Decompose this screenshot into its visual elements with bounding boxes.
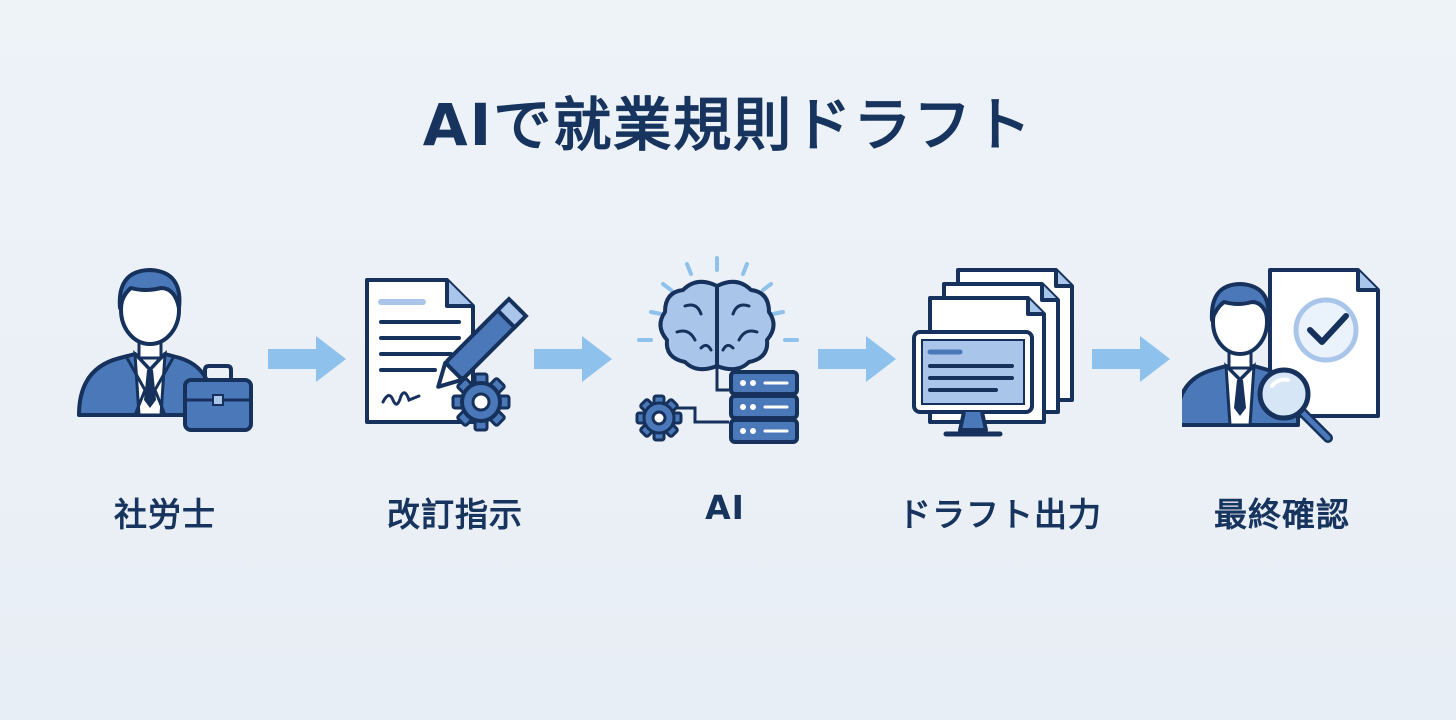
monitor-documents-icon <box>912 268 1074 437</box>
step-label: 社労士 <box>114 495 216 534</box>
step-label: ドラフト出力 <box>898 495 1102 534</box>
step-label: 最終確認 <box>1214 495 1350 534</box>
flow-arrow-icon <box>534 336 612 382</box>
flow-arrow-icon <box>818 336 896 382</box>
step-final-check: 最終確認 <box>1182 250 1382 550</box>
person-magnifier-check-icon <box>1182 268 1380 443</box>
step-draft-output: ドラフト出力 <box>898 250 1101 550</box>
brain-server-icon <box>635 256 799 444</box>
step-revision-instruction: 改訂指示 <box>355 250 555 550</box>
consultant-with-briefcase-icon <box>77 268 253 432</box>
step-consultant: 社労士 <box>65 250 265 550</box>
flow-arrow-icon <box>1092 336 1170 382</box>
document-pen-gear-icon <box>365 278 529 432</box>
step-ai: AI <box>625 250 825 550</box>
flow-arrow-icon <box>268 336 346 382</box>
step-label: 改訂指示 <box>387 495 523 534</box>
step-label: AI <box>705 488 745 527</box>
page-title: AIで就業規則ドラフト <box>422 91 1034 159</box>
